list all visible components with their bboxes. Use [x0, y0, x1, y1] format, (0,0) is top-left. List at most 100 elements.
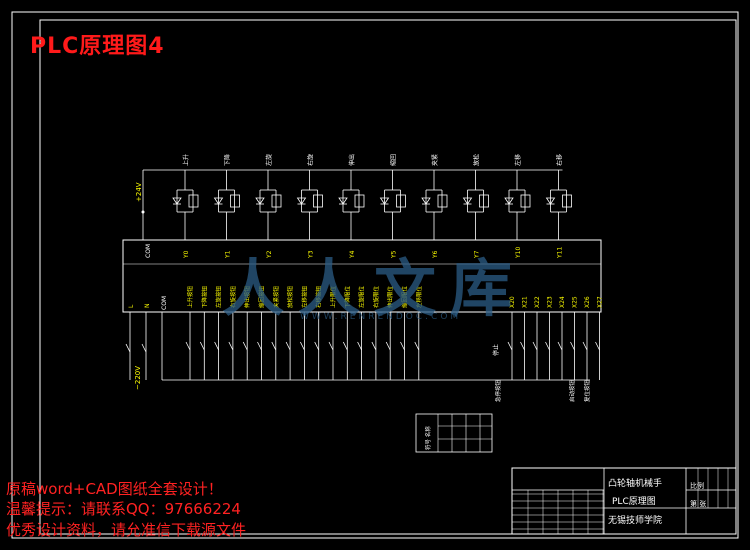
output-terminal: Y0 [183, 250, 190, 259]
outer-border [11, 11, 739, 539]
diode-symbol [338, 197, 348, 205]
promo-line-1: 原稿word+CAD图纸全套设计！ [6, 480, 223, 498]
relay-coil [313, 194, 323, 208]
output-terminal: Y3 [308, 250, 315, 259]
input-label: 伸出按钮 [243, 285, 251, 308]
input-switch [285, 341, 291, 351]
lower-label: 急停按钮 [494, 379, 502, 402]
output-label: 伸出 [348, 154, 356, 166]
output-terminal: Y2 [266, 250, 273, 259]
supply-24v-label: +24V [135, 182, 143, 202]
input-terminal-right: X26 [584, 296, 591, 308]
input-switch-right [595, 341, 600, 351]
output-label: 左移 [514, 154, 522, 166]
output-label: 上升 [182, 154, 190, 166]
title-block-sheet: 第 张 [690, 500, 707, 508]
input-switch [314, 341, 320, 351]
input-terminal-right: X23 [547, 296, 554, 308]
drawing-title: PLC原理图4 [30, 34, 165, 59]
input-switch [414, 341, 420, 351]
power-switch [125, 343, 131, 353]
power-terminal-label: N [144, 304, 151, 309]
diode-symbol [379, 197, 390, 205]
input-switch [242, 341, 248, 351]
output-label: 缩回 [390, 154, 398, 166]
input-label: 左移限位 [415, 285, 423, 308]
input-label: 缩回限位 [401, 285, 409, 308]
input-switch [300, 341, 305, 351]
table-label: 符号 名称 [424, 426, 432, 450]
title-block [511, 467, 737, 535]
input-switch-right [532, 341, 538, 351]
input-switch-right [557, 341, 563, 351]
output-terminal: Y6 [432, 250, 439, 259]
input-switch [199, 341, 205, 351]
input-label: 上升限位 [329, 285, 337, 308]
output-label: 放松 [473, 154, 481, 166]
diode-symbol [421, 197, 431, 205]
output-terminal: Y10 [515, 247, 522, 259]
input-switch-right [570, 341, 575, 351]
relay-coil [520, 194, 531, 208]
output-label: 下降 [224, 154, 232, 166]
input-switch [357, 341, 362, 351]
input-terminal-right: X20 [509, 296, 516, 308]
input-com-label: COM [161, 296, 168, 310]
relay-coil [479, 194, 489, 208]
watermark-url: WWW.RENRENDOC.COM [300, 312, 462, 322]
output-label: 左旋 [265, 154, 273, 166]
input-switch [271, 341, 277, 351]
diode-symbol [504, 197, 514, 205]
input-label: 下降限位 [343, 285, 351, 308]
relay-coil [437, 194, 448, 208]
input-label: 夹紧按钮 [272, 285, 280, 308]
diode-symbol [213, 197, 224, 205]
output-terminal: Y5 [391, 250, 398, 259]
input-label: 右旋限位 [372, 285, 380, 308]
output-circuit: +24VCOM上升Y0下降Y1左旋Y2右旋Y3伸出Y4缩回Y5夹紧Y6放松Y7左… [135, 154, 572, 259]
input-label: 左旋按钮 [215, 285, 223, 308]
input-switch-right [545, 341, 550, 351]
diode-symbol [172, 197, 182, 205]
input-terminal-right: X27 [597, 296, 604, 308]
input-label: 左移按钮 [300, 285, 308, 308]
table-frame [415, 413, 493, 453]
power-switch [141, 343, 147, 353]
lower-label: 启动按钮 [568, 379, 576, 402]
output-terminal: Y4 [349, 250, 356, 259]
output-terminal: Y1 [225, 250, 232, 259]
input-switch [328, 341, 334, 351]
diode-symbol [255, 197, 265, 205]
input-terminal-right: X25 [572, 296, 579, 308]
input-terminal-right: X22 [534, 296, 541, 308]
lower-label: 复位按钮 [583, 379, 591, 402]
relay-coil [230, 194, 240, 208]
input-switch [400, 341, 405, 351]
input-label: 缩回按钮 [258, 285, 266, 308]
input-label: 下降按钮 [200, 285, 208, 308]
relay-coil [354, 194, 365, 208]
diode-symbol [462, 197, 473, 205]
relay-coil [271, 194, 282, 208]
title-block-scale: 比例 [690, 482, 704, 490]
title-block-drawing-name: PLC原理图 [612, 497, 656, 507]
input-label: 右旋按钮 [229, 285, 237, 308]
stop-label: 停止 [492, 344, 500, 356]
inner-border [39, 19, 737, 535]
output-terminal: Y11 [557, 247, 564, 259]
diode-symbol [545, 197, 556, 205]
supply-220v-label: ~220V [134, 366, 142, 390]
promo-line-3: 优秀设计资料，请允准信下载源文件 [6, 521, 247, 539]
diode-symbol [296, 197, 307, 205]
input-switch [257, 341, 262, 351]
input-switch [385, 341, 391, 351]
input-switch [185, 341, 191, 351]
input-label: 左旋限位 [358, 285, 366, 308]
promo-line-2: 温馨提示：请联系QQ：97666224 [6, 500, 241, 518]
output-label: 右旋 [307, 154, 315, 166]
input-switch-right [582, 341, 588, 351]
output-com-label: COM [145, 244, 152, 258]
input-terminal-right: X24 [559, 296, 566, 308]
